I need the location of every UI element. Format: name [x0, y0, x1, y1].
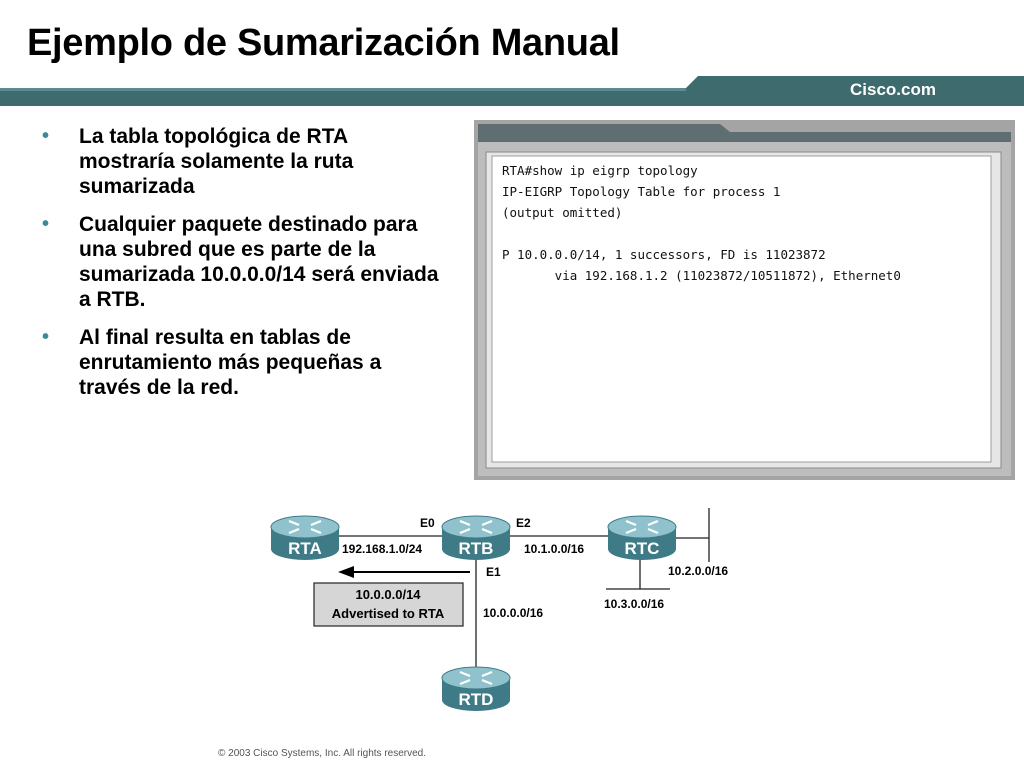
network-label-rtc-lan2: 10.3.0.0/16 [604, 597, 664, 611]
bullet-item: • Al final resulta en tablas de enrutamie… [40, 325, 440, 400]
interface-label-e2: E2 [516, 516, 531, 530]
terminal-line: IP-EIGRP Topology Table for process 1 [502, 184, 781, 199]
router-label-rtd: RTD [459, 690, 494, 709]
copyright-notice: © 2003 Cisco Systems, Inc. All rights re… [218, 748, 427, 759]
bullet-text: Cualquier paquete destinado para una sub… [79, 213, 439, 311]
terminal-output: RTA#show ip eigrp topology IP-EIGRP Topo… [502, 160, 901, 286]
bullet-item: • Cualquier paquete destinado para una su… [40, 212, 440, 312]
bullet-dot-icon: • [42, 125, 50, 147]
bullet-dot-icon: • [42, 213, 50, 235]
terminal-line: (output omitted) [502, 205, 623, 220]
slide-title: Ejemplo de Sumarización Manual [27, 22, 620, 64]
bullet-dot-icon: • [42, 326, 50, 348]
network-label-rtb-rtd: 10.0.0.0/16 [483, 606, 543, 620]
advert-box-line1: 10.0.0.0/14 [355, 587, 421, 602]
terminal-line: via 192.168.1.2 (11023872/10511872), Eth… [502, 268, 901, 283]
interface-label-e0: E0 [420, 516, 435, 530]
advert-arrow-head-icon [338, 566, 354, 578]
terminal-line: P 10.0.0.0/14, 1 successors, FD is 11023… [502, 247, 826, 262]
header-band [0, 76, 1024, 106]
bullet-item: • La tabla topológica de RTA mostraría so… [40, 124, 440, 199]
network-label-rta-rtb: 192.168.1.0/24 [342, 542, 422, 556]
advert-box-line2: Advertised to RTA [332, 606, 445, 621]
network-diagram: RTA RTB RTC RTD E0 E2 E1 192.168.1.0/24 … [269, 508, 728, 713]
bullet-text: Al final resulta en tablas de enrutamien… [79, 326, 382, 399]
brand-logo-text: Cisco.com [850, 80, 936, 99]
interface-label-e1: E1 [486, 565, 501, 579]
router-label-rta: RTA [288, 539, 322, 558]
bullet-list: • La tabla topológica de RTA mostraría so… [40, 124, 440, 413]
bullet-text: La tabla topológica de RTA mostraría sol… [79, 125, 354, 198]
advert-box [313, 582, 464, 627]
router-label-rtb: RTB [459, 539, 494, 558]
terminal-window-frame [474, 120, 1015, 480]
network-label-rtc-lan1: 10.2.0.0/16 [668, 564, 728, 578]
network-label-rtb-rtc: 10.1.0.0/16 [524, 542, 584, 556]
terminal-line: RTA#show ip eigrp topology [502, 163, 698, 178]
router-label-rtc: RTC [625, 539, 660, 558]
